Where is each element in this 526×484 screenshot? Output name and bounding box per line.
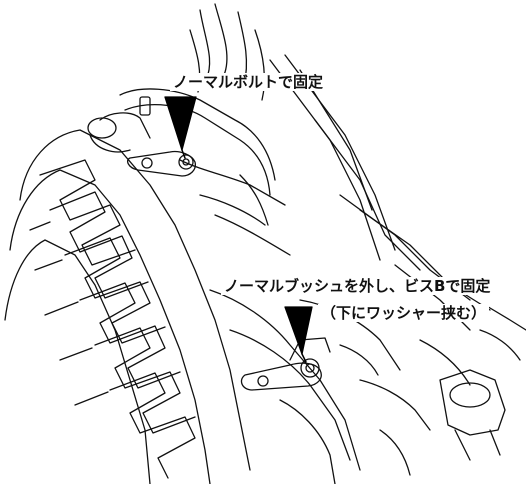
pointer-arrow-icon [284,306,313,355]
cooling-fins [29,159,196,479]
lower-bracket-bolt [240,337,331,391]
annotation-remove-bush: ノーマルブッシュを外し、ビスBで固定 [221,277,494,295]
pointer-arrow-icon [164,96,197,151]
pointer-stem [301,353,307,363]
pointer-stem [181,149,186,159]
bottom-right-cylinder [439,304,526,461]
annotation-washer-note: （下にワッシャー挟む） [318,304,490,322]
annotation-normal-bolt: ノーマルボルトで固定 [170,73,327,91]
